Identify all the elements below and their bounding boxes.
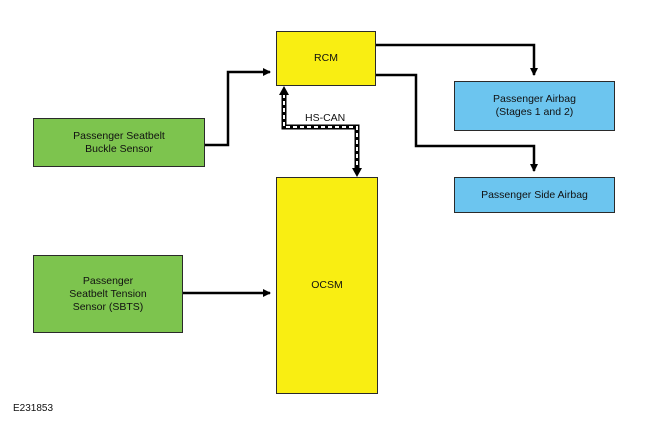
buckle-sensor-box: Passenger Seatbelt Buckle Sensor [33, 118, 205, 167]
figure-id: E231853 [13, 403, 54, 414]
passenger-airbag-box: Passenger Airbag (Stages 1 and 2) [454, 81, 615, 131]
bus-arrowhead-up [279, 86, 289, 95]
sbts-sensor-box: Passenger Seatbelt Tension Sensor (SBTS) [33, 255, 183, 333]
hs-can-bus-connector [279, 86, 362, 177]
ocsm-module-box: OCSM [276, 177, 378, 394]
hs-can-label: HS-CAN [305, 112, 346, 124]
connector-rcm-to-side-airbag [376, 73, 538, 172]
rcm-module-box: RCM [276, 31, 376, 86]
side-airbag-box: Passenger Side Airbag [454, 177, 615, 213]
bus-arrowhead-down [352, 168, 362, 177]
connector-buckle-to-rcm [205, 68, 271, 147]
connector-rcm-to-passenger-airbag [376, 43, 538, 76]
